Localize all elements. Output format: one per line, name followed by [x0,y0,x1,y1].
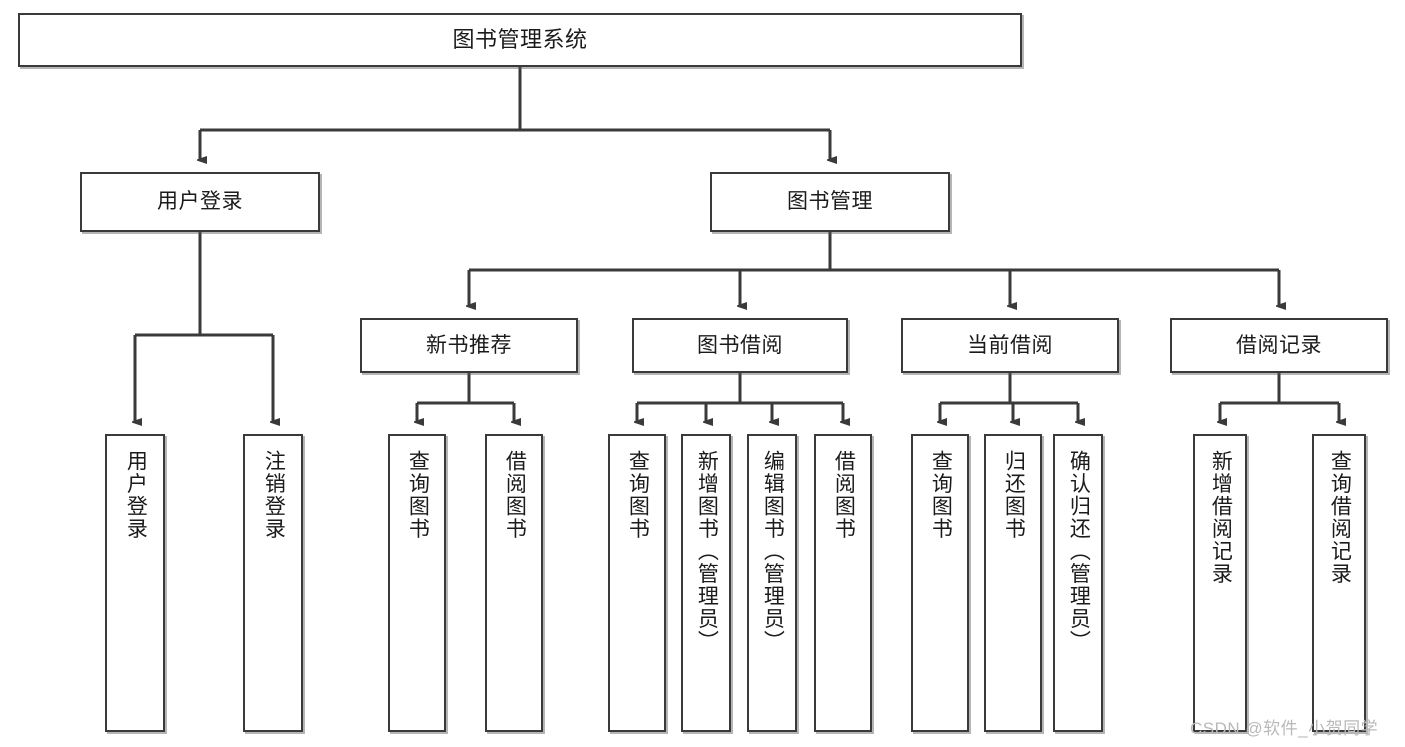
node-book-management[interactable]: 图书管理 [710,172,950,232]
node-label: 编辑图书（管理员） [761,450,785,653]
leaf-borrow-book[interactable]: 借阅图书 [814,434,872,732]
leaf-confirm-return-admin[interactable]: 确认归还（管理员） [1053,434,1103,732]
leaf-add-borrow-record[interactable]: 新增借阅记录 [1193,434,1247,732]
node-label: 查询图书 [626,450,650,540]
node-current-borrow[interactable]: 当前借阅 [901,318,1119,373]
node-new-book-recommend[interactable]: 新书推荐 [360,318,578,373]
node-root-system[interactable]: 图书管理系统 [18,13,1022,67]
node-label: 用户登录 [157,190,243,214]
node-label: 查询图书 [406,450,430,540]
node-label: 借阅记录 [1236,333,1322,357]
node-user-login[interactable]: 用户登录 [80,172,320,232]
leaf-logout[interactable]: 注销登录 [243,434,303,732]
leaf-query-book-recommend[interactable]: 查询图书 [388,434,446,732]
leaf-query-book-borrow[interactable]: 查询图书 [608,434,666,732]
node-label: 图书管理 [787,190,873,214]
node-label: 用户登录 [124,450,148,540]
node-label: 当前借阅 [967,333,1053,357]
node-label: 借阅图书 [503,450,527,540]
node-label: 查询借阅记录 [1328,450,1352,585]
node-label: 确认归还（管理员） [1067,450,1091,653]
node-label: 新增图书（管理员） [695,450,719,653]
leaf-return-book[interactable]: 归还图书 [984,434,1042,732]
leaf-add-book-admin[interactable]: 新增图书（管理员） [681,434,731,732]
node-label: 新书推荐 [426,333,512,357]
node-label: 查询图书 [929,450,953,540]
node-label: 新增借阅记录 [1209,450,1233,585]
node-borrow-record[interactable]: 借阅记录 [1170,318,1388,373]
node-label: 图书管理系统 [452,26,588,52]
leaf-edit-book-admin[interactable]: 编辑图书（管理员） [747,434,797,732]
leaf-borrow-book-recommend[interactable]: 借阅图书 [485,434,543,732]
csdn-watermark: CSDN @软件_小贺同学 [1190,719,1379,738]
node-label: 图书借阅 [697,333,783,357]
node-label: 借阅图书 [832,450,856,540]
leaf-query-borrow-record[interactable]: 查询借阅记录 [1312,434,1366,732]
leaf-user-login[interactable]: 用户登录 [105,434,165,732]
leaf-query-book-current[interactable]: 查询图书 [911,434,969,732]
node-label: 归还图书 [1002,450,1026,540]
node-book-borrow[interactable]: 图书借阅 [632,318,848,373]
node-label: 注销登录 [262,450,286,540]
